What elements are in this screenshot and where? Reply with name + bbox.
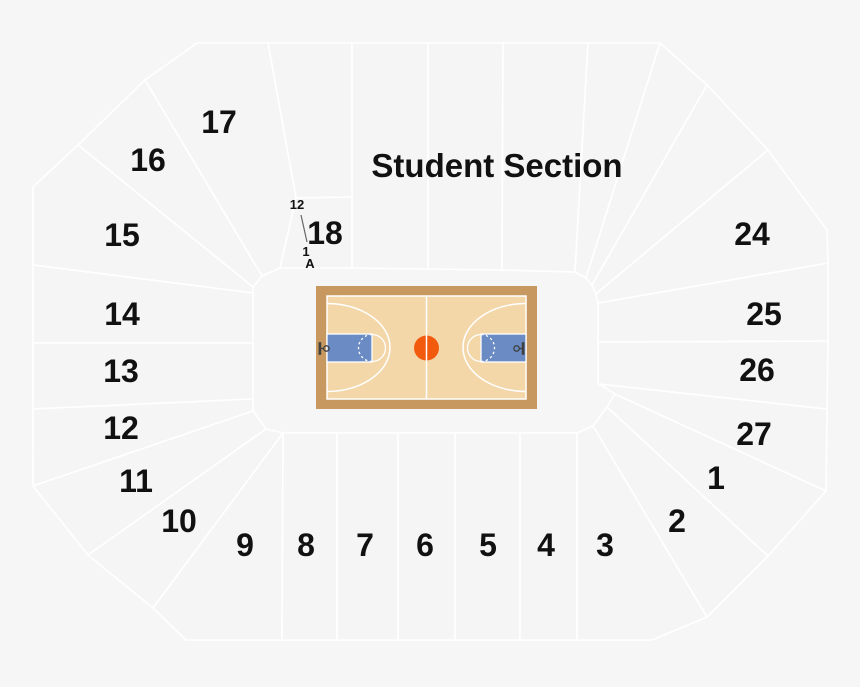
section-label-6[interactable]: 6 <box>416 527 434 563</box>
section-label-18[interactable]: 18 <box>307 215 343 251</box>
section-label-1[interactable]: 1 <box>707 460 725 496</box>
section-label-8[interactable]: 8 <box>297 527 315 563</box>
student-section-label: Student Section <box>371 147 622 184</box>
right-hoop-icon <box>513 342 525 355</box>
right-key <box>480 333 527 363</box>
row-label-top: 12 <box>290 197 304 212</box>
section-label-11[interactable]: 11 <box>119 463 153 499</box>
left-free-throw-dashed-arc <box>357 333 373 363</box>
right-three-point-arc <box>462 302 527 393</box>
section-label-9[interactable]: 9 <box>236 527 254 563</box>
section-label-27[interactable]: 27 <box>736 416 772 452</box>
section-label-12[interactable]: 12 <box>103 410 139 446</box>
row-label-bottom-letter: A <box>305 256 315 271</box>
section-label-25[interactable]: 25 <box>746 296 782 332</box>
section-label-4[interactable]: 4 <box>537 527 555 563</box>
section-label-16[interactable]: 16 <box>130 142 166 178</box>
section-24[interactable] <box>595 149 829 304</box>
section-label-13[interactable]: 13 <box>103 353 139 389</box>
section-label-3[interactable]: 3 <box>596 527 614 563</box>
left-free-throw-arc <box>371 333 387 363</box>
section-3[interactable] <box>576 425 708 641</box>
section-label-2[interactable]: 2 <box>668 503 686 539</box>
section-label-5[interactable]: 5 <box>479 527 497 563</box>
section-label-26[interactable]: 26 <box>739 352 775 388</box>
section-label-15[interactable]: 15 <box>104 217 140 253</box>
row-label-bottom-number: 1 <box>302 244 309 259</box>
left-key <box>326 333 373 363</box>
right-free-throw-dashed-arc <box>480 333 496 363</box>
section-18[interactable] <box>279 196 353 269</box>
left-hoop-icon <box>318 342 330 355</box>
section-label-14[interactable]: 14 <box>104 296 140 332</box>
section-label-10[interactable]: 10 <box>161 503 197 539</box>
section-label-7[interactable]: 7 <box>356 527 374 563</box>
basketball-court <box>316 286 537 409</box>
row-leader-line <box>300 214 308 243</box>
left-three-point-arc <box>326 302 391 393</box>
section-13[interactable] <box>32 342 254 410</box>
section-label-24[interactable]: 24 <box>734 216 770 252</box>
section-label-17[interactable]: 17 <box>201 104 237 140</box>
right-free-throw-arc <box>466 333 482 363</box>
